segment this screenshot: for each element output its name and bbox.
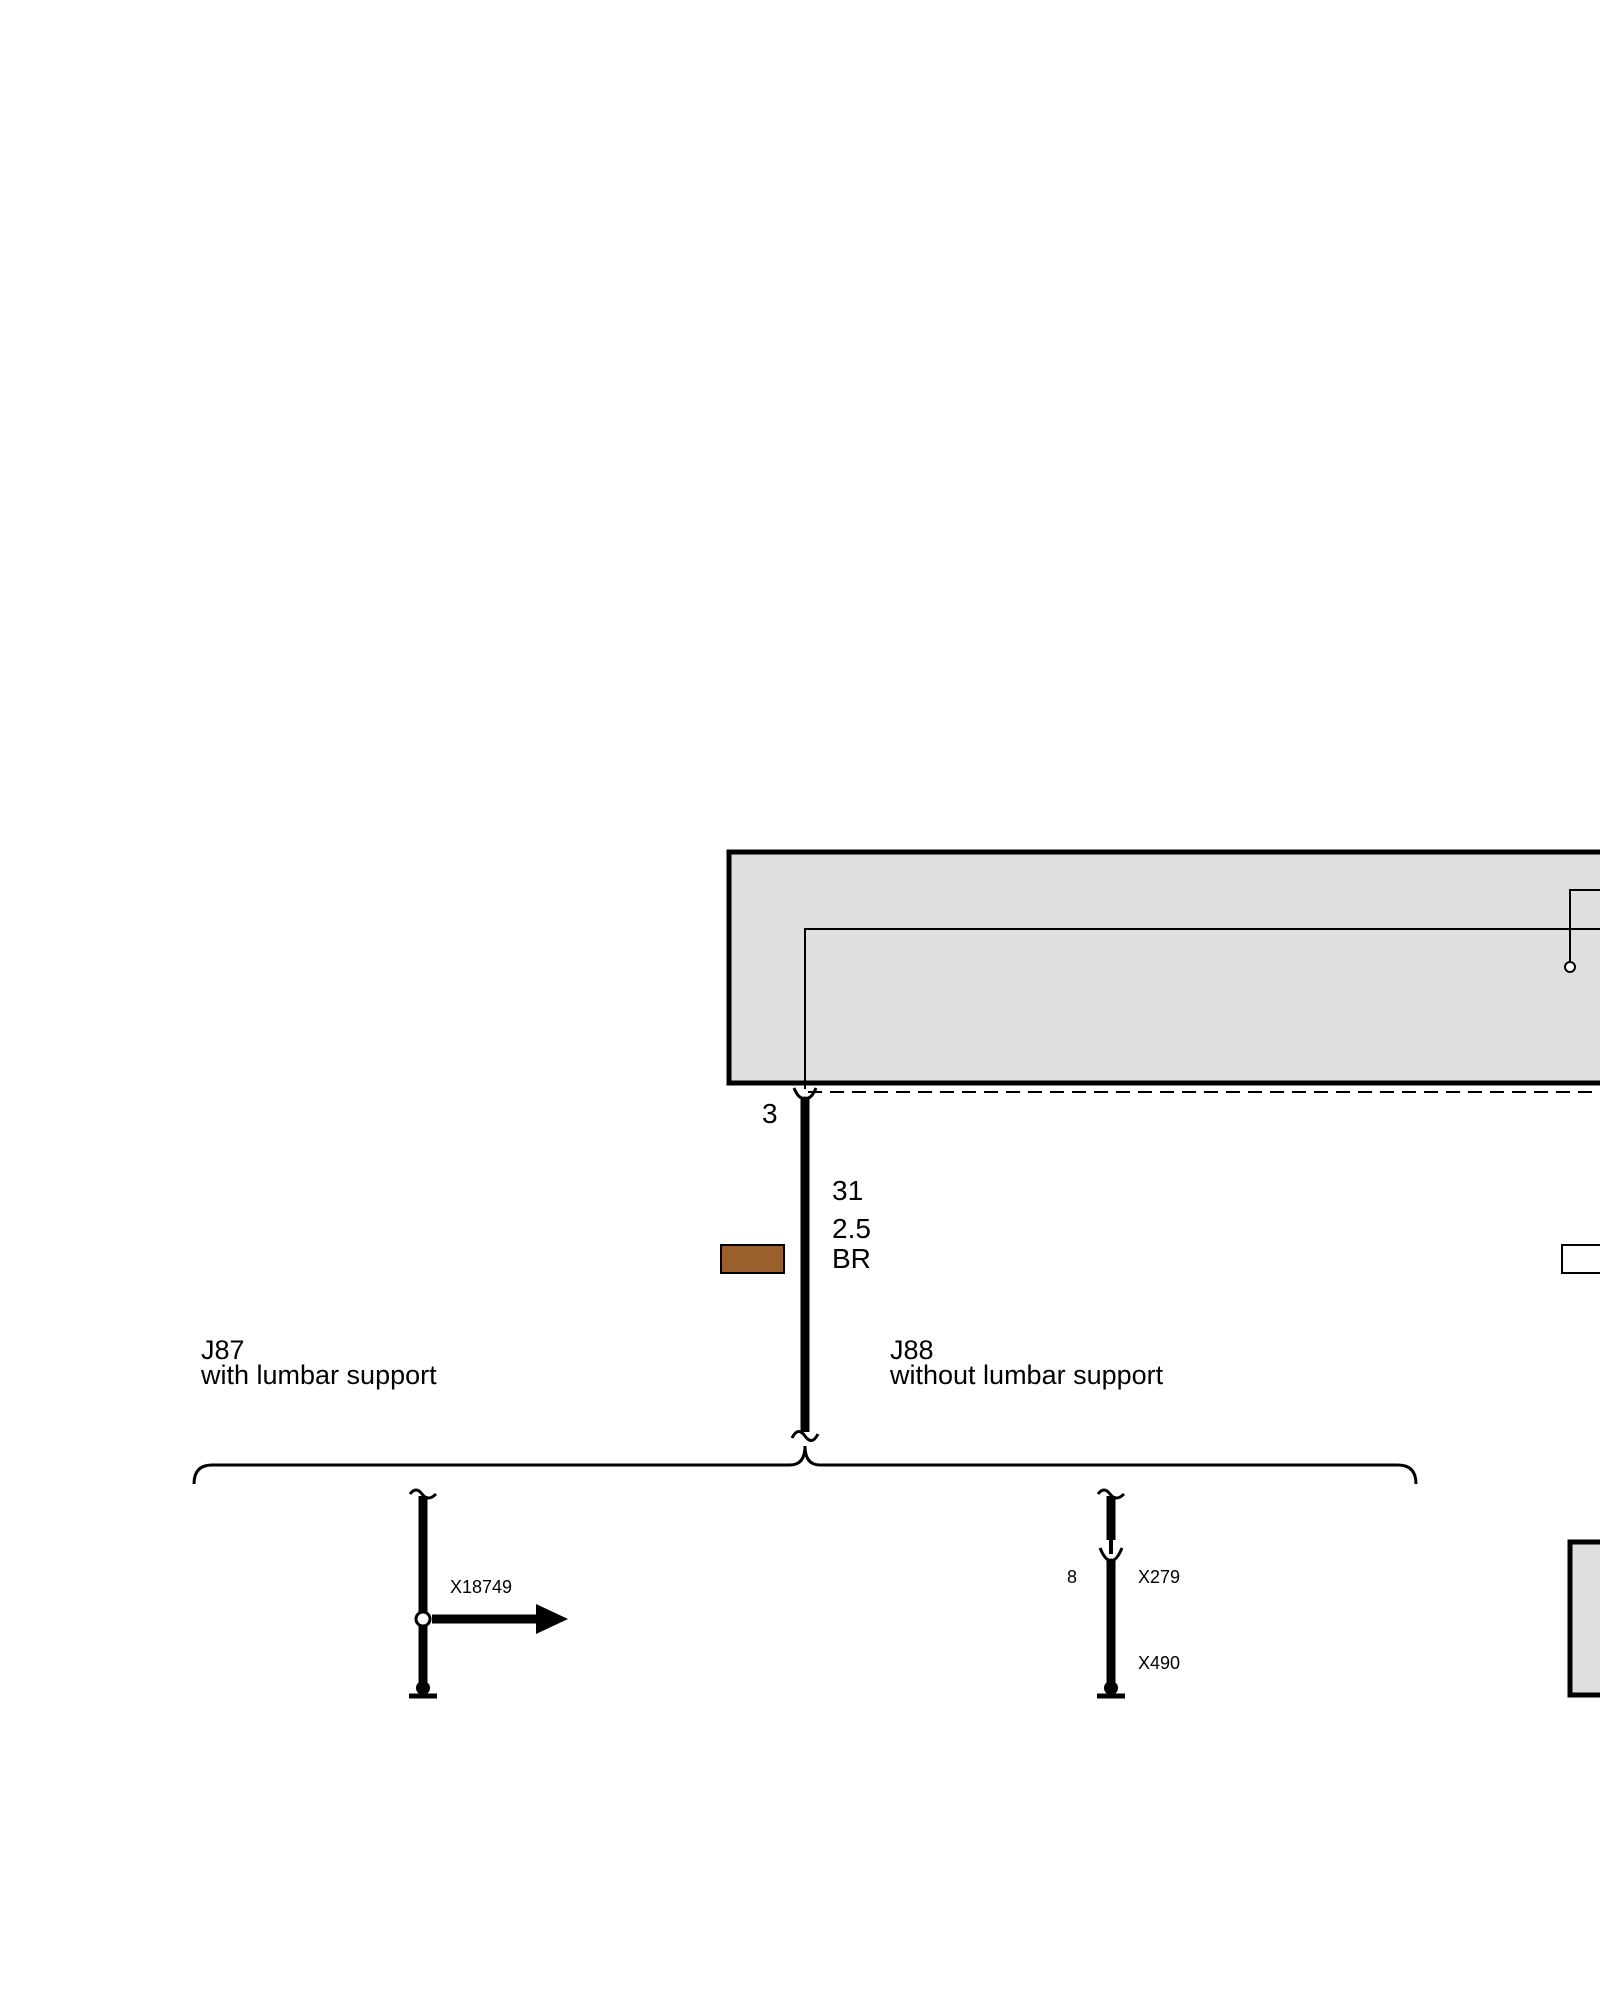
partial-component-box [1567, 1539, 1600, 1698]
branch-left: X18749 [408, 1488, 568, 1699]
splice-node-icon [414, 1610, 432, 1628]
ground-terminal-icon [409, 1681, 437, 1699]
wire-color-swatch [720, 1244, 785, 1274]
branch-right: 8 X279 X490 [1067, 1488, 1180, 1699]
module-box [726, 849, 1600, 1089]
variant-right-code: J88 [890, 1335, 934, 1365]
module-contact-icon [1564, 961, 1576, 973]
left-wire-break-icon [408, 1488, 438, 1500]
module-internal-contact-lead [1569, 889, 1600, 963]
right-connector-bottom-label: X490 [1138, 1653, 1180, 1673]
variant-left-code: J87 [201, 1335, 245, 1365]
pin-socket-icon [792, 1087, 818, 1100]
module-internal-wire [804, 928, 1600, 1089]
module-outline [726, 849, 1600, 1086]
variant-left-description: with lumbar support [200, 1360, 437, 1390]
module-pin-number: 3 [762, 1098, 778, 1129]
splice-arrow-icon [536, 1604, 568, 1634]
variant-right-description: without lumbar support [889, 1360, 1164, 1390]
right-connector-pin: 8 [1067, 1567, 1077, 1587]
left-connector-label: X18749 [450, 1577, 512, 1597]
right-wire-break-icon [1096, 1488, 1126, 1500]
variant-brace-icon [192, 1445, 1418, 1485]
wire-color-code: BR [832, 1243, 871, 1274]
wire-break-icon [790, 1430, 820, 1442]
ground-terminal-icon [1097, 1681, 1125, 1699]
right-connector-top-label: X279 [1138, 1567, 1180, 1587]
wire-gauge: 2.5 [832, 1213, 871, 1244]
right-wire-color-swatch [1561, 1244, 1600, 1274]
wire-circuit-number: 31 [832, 1175, 863, 1206]
